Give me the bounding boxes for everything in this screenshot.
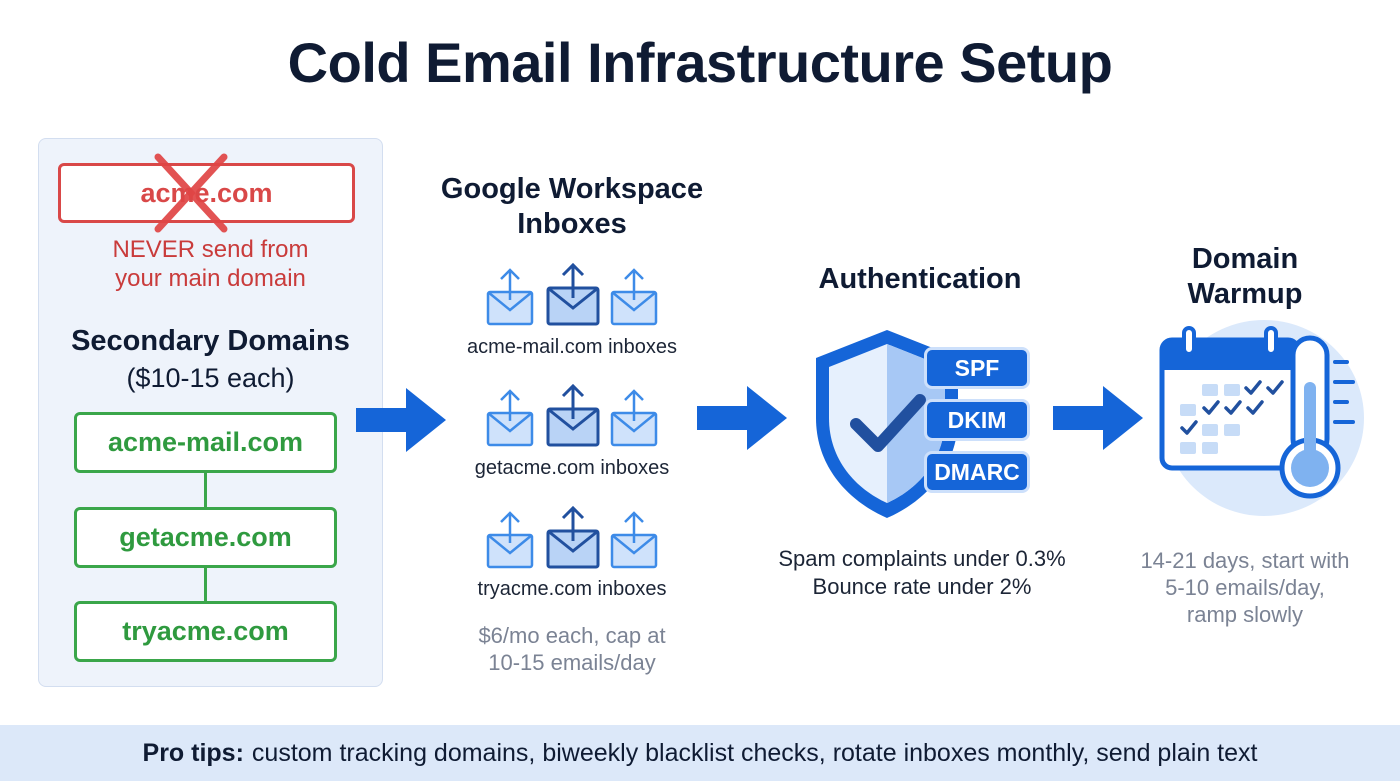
inbox-group-label: getacme.com inboxes bbox=[474, 457, 670, 479]
page-title: Cold Email Infrastructure Setup bbox=[287, 31, 1113, 94]
domain-box-getacme: getacme.com bbox=[74, 507, 337, 568]
envelope-upload-icon bbox=[486, 506, 658, 569]
secondary-domains-heading: Secondary Domains bbox=[71, 325, 350, 357]
domain-connector bbox=[204, 473, 207, 507]
envelope-upload-icon bbox=[486, 384, 658, 447]
pro-tips-text: custom tracking domains, biweekly blackl… bbox=[251, 738, 1258, 767]
main-domain-warning: NEVER send from your main domain bbox=[112, 236, 309, 292]
dkim-badge: DKIM bbox=[924, 399, 1030, 441]
spf-badge: SPF bbox=[924, 347, 1030, 389]
thermometer-icon bbox=[1279, 335, 1355, 499]
warmup-title: Domain Warmup bbox=[1187, 243, 1303, 310]
pro-tips-label: Pro tips: bbox=[142, 738, 244, 767]
inbox-group-label: acme-mail.com inboxes bbox=[466, 336, 678, 358]
arrow-right-icon bbox=[697, 386, 787, 450]
inbox-group-label: tryacme.com inboxes bbox=[477, 578, 667, 600]
domain-connector bbox=[204, 568, 207, 601]
x-mark-icon bbox=[154, 153, 228, 233]
authentication-title: Authentication bbox=[818, 263, 1022, 295]
envelope-upload-icon bbox=[486, 263, 658, 326]
workspace-note: $6/mo each, cap at 10-15 emails/day bbox=[478, 623, 666, 675]
domain-box-acme-mail: acme-mail.com bbox=[74, 412, 337, 473]
pro-tips-banner: Pro tips: custom tracking domains, biwee… bbox=[0, 725, 1400, 781]
arrow-right-icon bbox=[1053, 386, 1143, 450]
main-domain-label: acme.com bbox=[140, 177, 273, 208]
warmup-note: 14-21 days, start with 5-10 emails/day, … bbox=[1140, 548, 1350, 627]
dmarc-badge: DMARC bbox=[924, 451, 1030, 493]
domain-box-tryacme: tryacme.com bbox=[74, 601, 337, 662]
secondary-domains-price: ($10-15 each) bbox=[126, 363, 295, 393]
authentication-note: Spam complaints under 0.3% Bounce rate u… bbox=[778, 546, 1066, 599]
domains-panel: acme.com NEVER send from your main domai… bbox=[38, 138, 383, 687]
workspace-title: Google Workspace Inboxes bbox=[440, 173, 704, 240]
arrow-right-icon bbox=[356, 388, 446, 452]
